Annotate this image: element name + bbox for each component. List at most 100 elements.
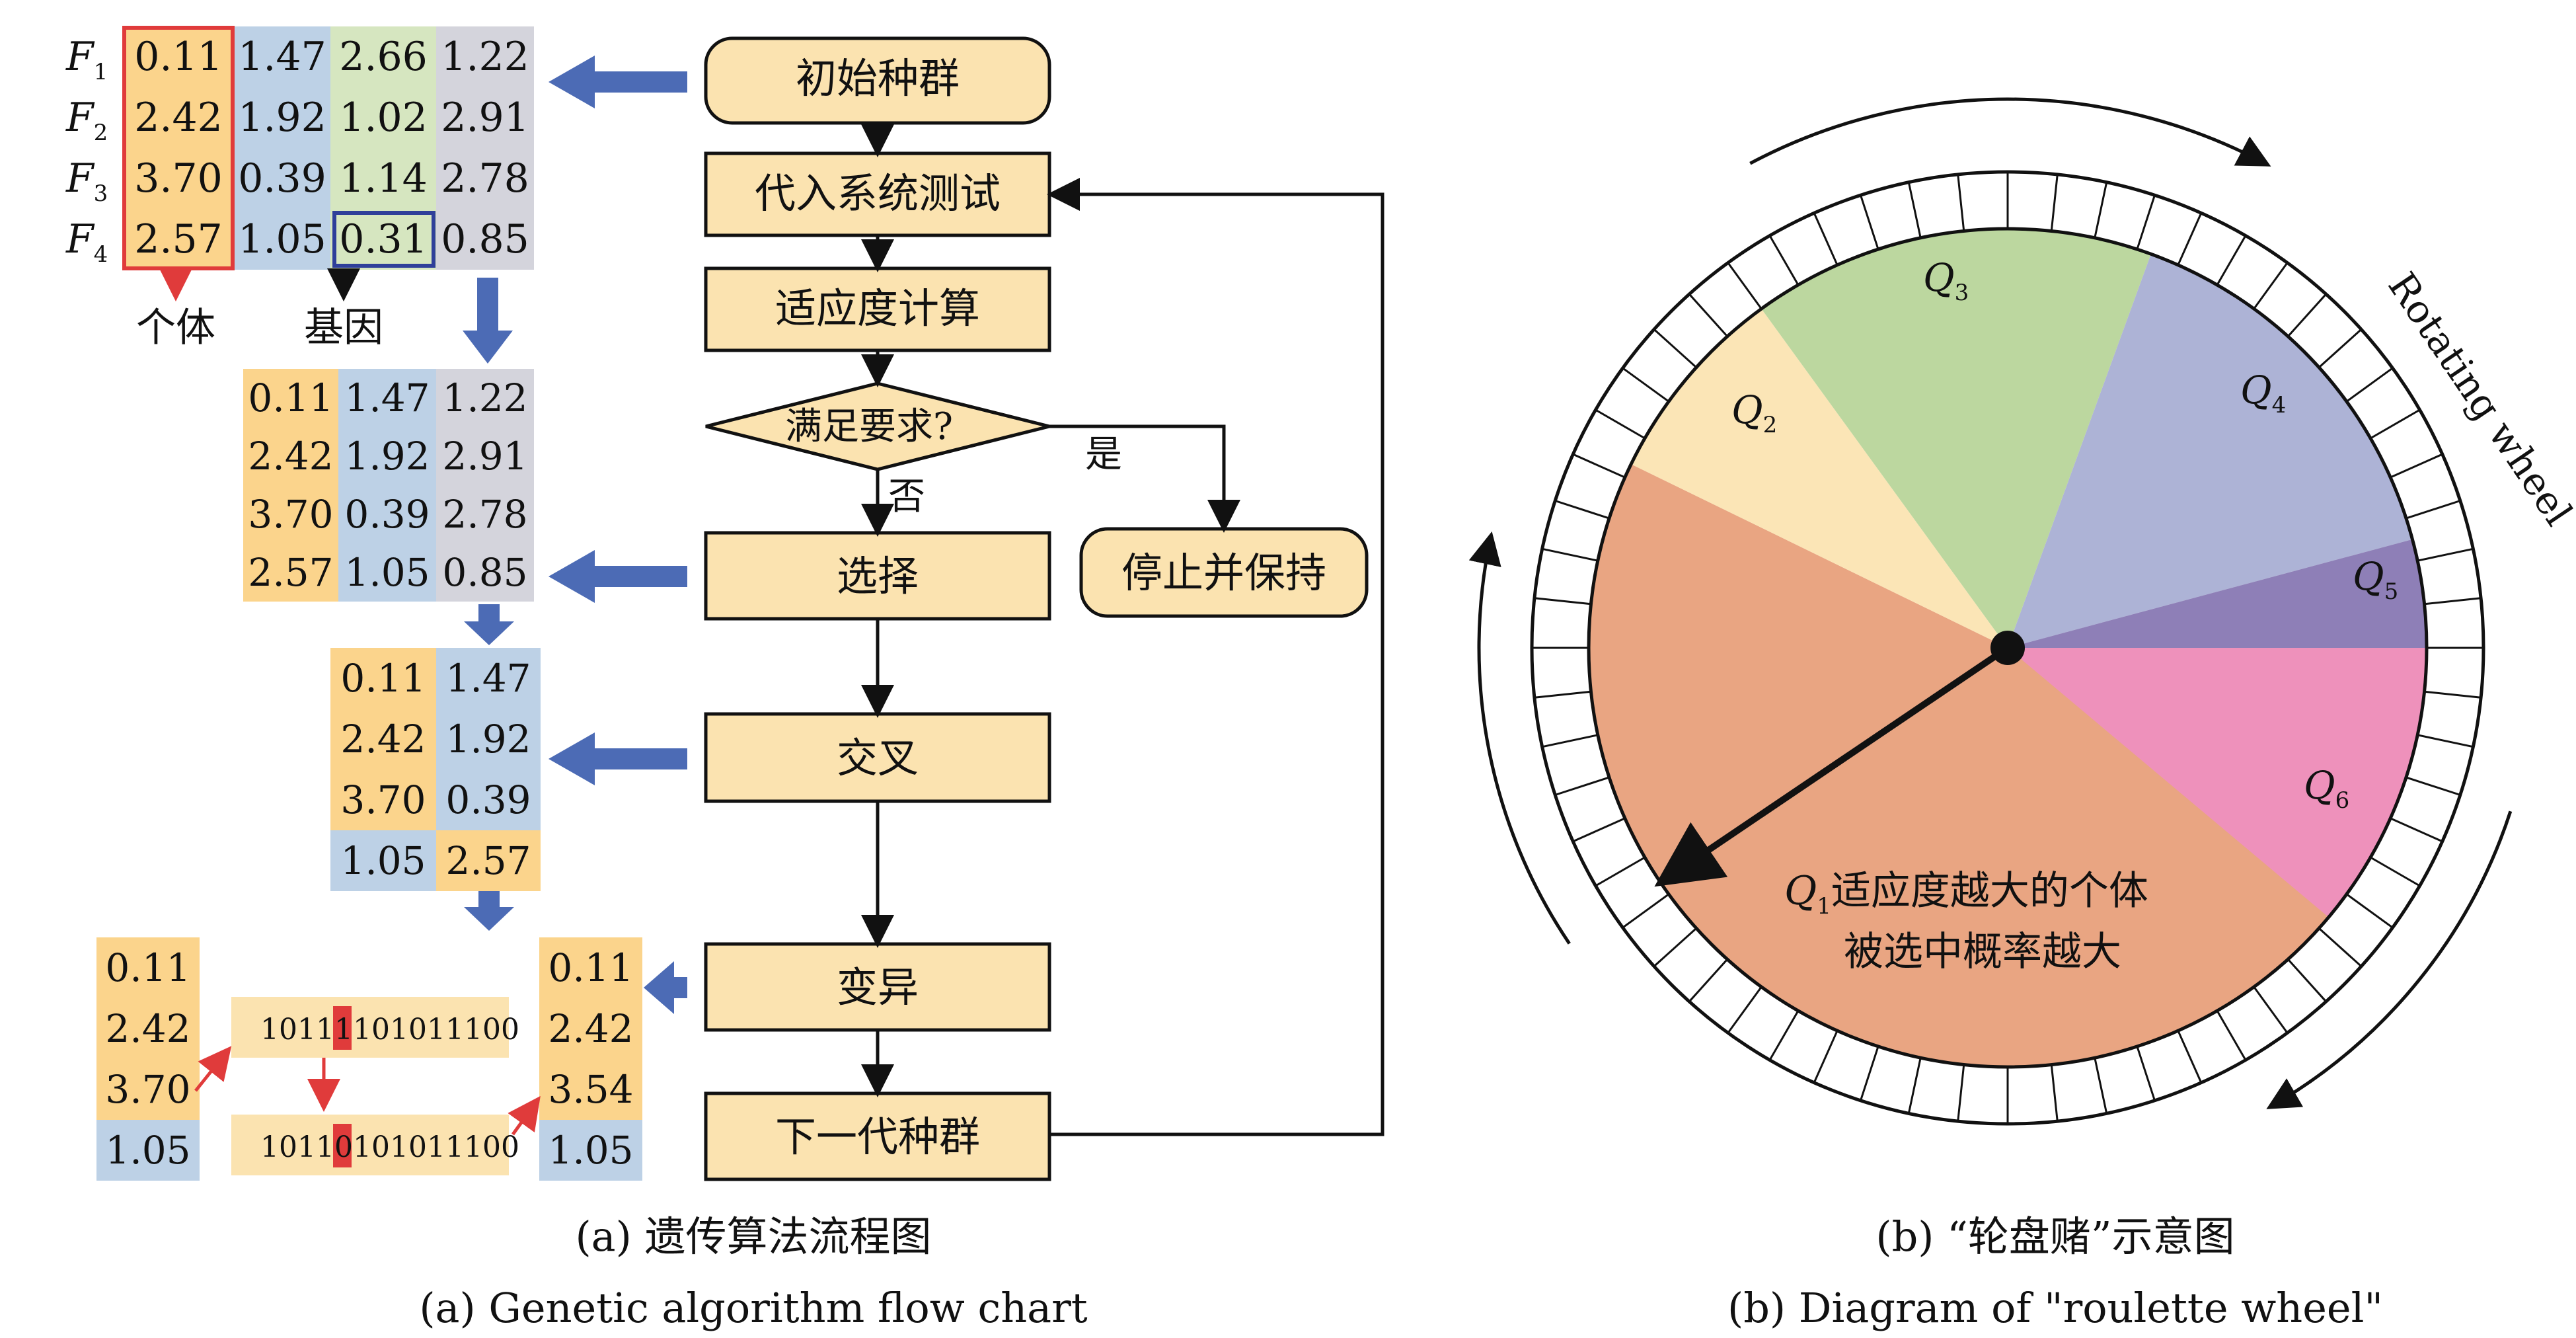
row-label-f: F3 bbox=[65, 155, 108, 207]
crossover-cell-bg bbox=[330, 709, 436, 769]
ring-tick bbox=[1907, 1057, 1922, 1114]
selected-cell: 2.42 bbox=[248, 434, 333, 479]
mutated-bit-highlight bbox=[333, 1006, 352, 1050]
matrix-column-bg bbox=[123, 26, 234, 270]
flow-text-system-test: 代入系统测试 bbox=[755, 169, 1001, 217]
ring-tick bbox=[1688, 293, 1728, 337]
flow-box-next-generation bbox=[704, 1091, 1051, 1181]
ring-tick bbox=[2216, 1010, 2247, 1061]
mutation-before-cell: 1.05 bbox=[105, 1128, 190, 1173]
flow-text-next-generation: 下一代种群 bbox=[775, 1113, 980, 1161]
blue-arrow-init bbox=[549, 56, 687, 108]
rotation-arrow-top bbox=[1749, 97, 2271, 167]
ring-tick bbox=[1813, 1030, 1838, 1083]
ring-tick bbox=[1542, 547, 1599, 562]
flowchart: 初始种群 代入系统测试 适应度计算 满足要求? 是 否 停止并保持 选择 交叉 … bbox=[463, 36, 1384, 1181]
mutation-before-cell: 2.42 bbox=[105, 1006, 190, 1051]
mutation-after-cell-bg bbox=[539, 937, 642, 998]
ring-tick bbox=[1688, 959, 1728, 1003]
ring-tick bbox=[1534, 597, 1591, 606]
binary-before-bg bbox=[231, 997, 509, 1058]
ring-tick bbox=[2406, 776, 2461, 796]
mutated-bit-highlight bbox=[333, 1124, 352, 1167]
ring-tick bbox=[2136, 194, 2156, 250]
matrix-cell: 1.14 bbox=[339, 155, 428, 202]
ring-tick bbox=[1595, 856, 1646, 887]
ring-tick bbox=[2216, 235, 2247, 286]
wheel-hub bbox=[1990, 631, 2025, 665]
matrix-cell: 1.47 bbox=[238, 34, 326, 80]
matrix-cell: 1.05 bbox=[238, 216, 326, 262]
ring-tick bbox=[1572, 453, 1626, 479]
crossover-cell-bg bbox=[330, 648, 436, 709]
caption-b-chinese: (b) “轮盘赌”示意图 bbox=[1875, 1212, 2235, 1261]
selected-cell: 0.11 bbox=[248, 375, 333, 420]
row-label-f: F4 bbox=[65, 216, 108, 268]
ring-tick bbox=[1813, 212, 1838, 266]
crossover-cell: 1.92 bbox=[445, 717, 531, 762]
blue-arrow-mutate bbox=[644, 961, 687, 1014]
selected-column-bg bbox=[436, 369, 534, 602]
mutation-before-cell-bg bbox=[96, 1120, 200, 1181]
blue-arrow-cross bbox=[549, 732, 687, 785]
mutation-after-cell: 3.54 bbox=[548, 1067, 633, 1112]
mutation-after-cell: 2.42 bbox=[548, 1006, 633, 1051]
row-label-f: F2 bbox=[65, 95, 108, 146]
crossover-cell-bg bbox=[330, 830, 436, 891]
caption-a-chinese: (a) 遗传算法流程图 bbox=[575, 1212, 932, 1261]
ring-tick bbox=[1622, 893, 1669, 929]
mutation-after-cell: 1.05 bbox=[548, 1128, 633, 1173]
decode-arrow bbox=[508, 1095, 541, 1136]
matrix-cell: 1.22 bbox=[441, 34, 529, 80]
flow-label-no: 否 bbox=[888, 475, 925, 518]
ring-tick bbox=[1907, 182, 1922, 239]
ring-tick bbox=[2406, 500, 2461, 520]
ring-tick bbox=[1957, 174, 1965, 231]
sector-label-q1: Q1适应度越大的个体 bbox=[1784, 868, 2148, 920]
ring-tick bbox=[2287, 959, 2327, 1003]
ring-tick bbox=[1768, 1010, 1799, 1061]
selected-cell: 2.91 bbox=[442, 434, 527, 479]
matrix-cell: 2.57 bbox=[134, 216, 223, 262]
ring-tick bbox=[1534, 690, 1591, 699]
crossover-cell-bg bbox=[436, 648, 541, 709]
flow-text-fitness: 适应度计算 bbox=[775, 284, 980, 333]
caption-a-english: (a) Genetic algorithm flow chart bbox=[419, 1284, 1088, 1332]
ring-tick bbox=[2136, 1046, 2156, 1101]
selected-cell: 3.70 bbox=[248, 492, 333, 537]
ring-tick bbox=[1542, 734, 1599, 748]
ring-tick bbox=[2424, 597, 2481, 606]
crossover-cell: 3.70 bbox=[340, 777, 426, 822]
matrix-cell: 2.42 bbox=[134, 95, 223, 141]
crossover-cell-bg bbox=[436, 709, 541, 769]
crossover-cell: 2.57 bbox=[445, 838, 531, 883]
mutation-before-cell-bg bbox=[96, 998, 200, 1059]
selected-column-bg bbox=[338, 369, 436, 602]
ring-tick bbox=[1572, 817, 1626, 843]
matrix-cell: 2.66 bbox=[339, 34, 428, 80]
flow-text-crossover: 交叉 bbox=[837, 734, 919, 782]
selected-column-bg bbox=[243, 369, 338, 602]
selected-cell: 2.78 bbox=[442, 492, 527, 537]
rotation-arrow-right bbox=[2266, 810, 2513, 1109]
ring-tick bbox=[1727, 262, 1762, 309]
ring-tick bbox=[1727, 986, 1762, 1034]
matrix-cell: 2.91 bbox=[441, 95, 529, 141]
flow-text-decision: 满足要求? bbox=[785, 405, 953, 448]
caption-b-english: (b) Diagram of "roulette wheel" bbox=[1727, 1284, 2383, 1332]
ring-tick bbox=[2050, 174, 2059, 231]
flow-box-fitness bbox=[704, 266, 1051, 352]
ring-tick bbox=[1860, 194, 1879, 250]
ring-tick bbox=[2094, 182, 2108, 239]
wheel-sector-q5 bbox=[2008, 539, 2427, 648]
flow-text-select: 选择 bbox=[837, 552, 919, 600]
wheel-sector-q2 bbox=[1631, 309, 2008, 648]
mutation-before-cell-bg bbox=[96, 1059, 200, 1120]
ring-tick bbox=[2417, 547, 2474, 562]
ring-tick bbox=[2287, 293, 2327, 337]
ring-tick bbox=[2346, 893, 2394, 929]
mutation-after-cell-bg bbox=[539, 1059, 642, 1120]
